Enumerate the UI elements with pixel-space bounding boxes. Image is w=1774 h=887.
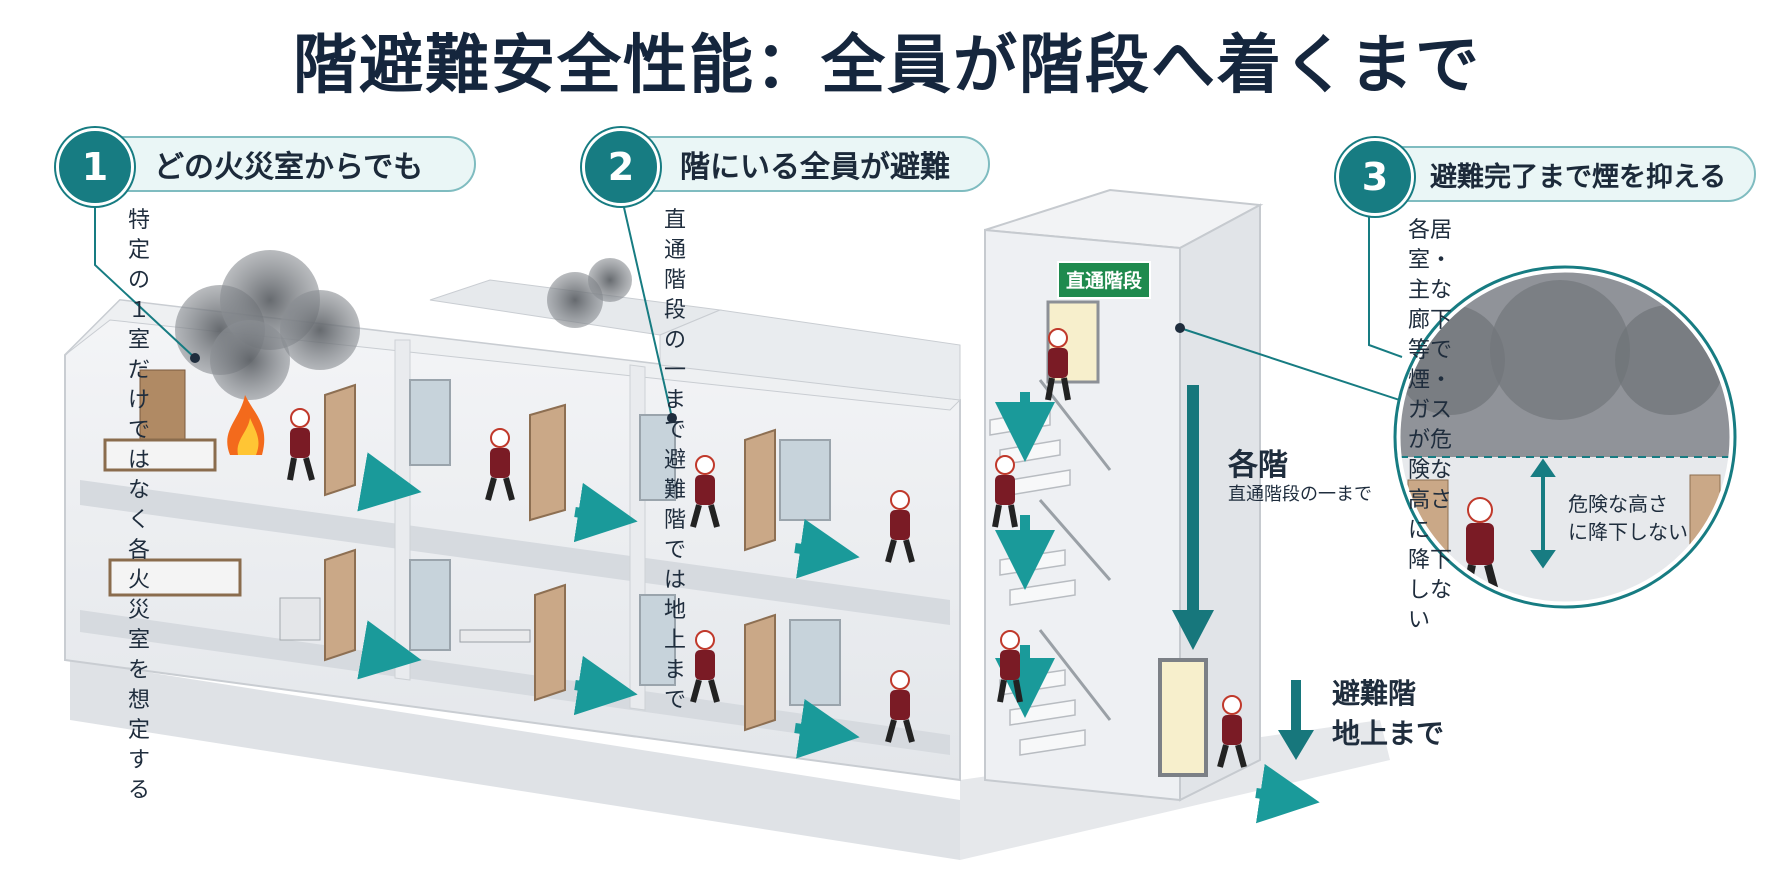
room-doors	[324, 383, 776, 732]
inset-label-line-1: 危険な高さ	[1568, 492, 1668, 516]
stair-sign-label: 直通階段	[1065, 270, 1142, 292]
evacuation-arrows	[357, 392, 1320, 824]
callout-3-heading: 避難完了まで煙を抑える	[1430, 161, 1727, 193]
callout-1-number-badge: 1	[56, 128, 134, 206]
callout-3-line-2: 煙・ガスが危険な高さに	[1408, 368, 1453, 543]
callout-3-number-badge: 3	[1336, 138, 1414, 216]
callout-3-heading-pill: 避難完了まで煙を抑える	[1356, 146, 1756, 202]
each-floor-title: 各階	[1228, 448, 1288, 483]
callout-1-line-1: 特定の１室だけではなく	[128, 208, 151, 533]
callout-1-description: 特定の１室だけではなく 各火災室を想定する	[128, 206, 150, 806]
leader-lines	[94, 189, 1431, 423]
exit-floor-line-2: 地上まで	[1332, 717, 1445, 750]
inset-label-line-2: に降下しない	[1568, 520, 1688, 544]
callout-2-description: 直通階段の一まで 避難階では地上まで	[664, 206, 686, 716]
exit-floor-line-1: 避難階	[1332, 677, 1417, 710]
furniture	[103, 369, 531, 643]
callout-2-line-2: 避難階では地上まで	[664, 448, 687, 713]
callout-2-heading-pill: 階にいる全員が避難	[602, 136, 990, 192]
callout-1-line-2: 各火災室を想定する	[128, 538, 151, 803]
smoke-layer-inset	[1393, 265, 1737, 609]
page-title: 階避難安全性能：全員が階段へ着くまで	[293, 29, 1481, 103]
callout-3-line-3: 降下しない	[1408, 548, 1453, 633]
callout-1-heading: どの火災室からでも	[154, 150, 424, 185]
evacuees	[287, 328, 1247, 768]
callout-3-line-1: 各居室・主な廊下等で	[1408, 218, 1453, 363]
each-floor-sub: 直通階段の一まで	[1228, 484, 1372, 505]
callout-1-heading-pill: どの火災室からでも	[76, 136, 476, 192]
callout-2-number-badge: 2	[582, 128, 660, 206]
callout-3-description: 各居室・主な廊下等で 煙・ガスが危険な高さに 降下しない	[1408, 216, 1452, 636]
callout-2-heading: 階にいる全員が避難	[680, 150, 950, 185]
down-arrows	[1172, 385, 1314, 760]
callout-2-line-1: 直通階段の一まで	[664, 208, 687, 443]
smoke-cloud	[175, 250, 632, 400]
